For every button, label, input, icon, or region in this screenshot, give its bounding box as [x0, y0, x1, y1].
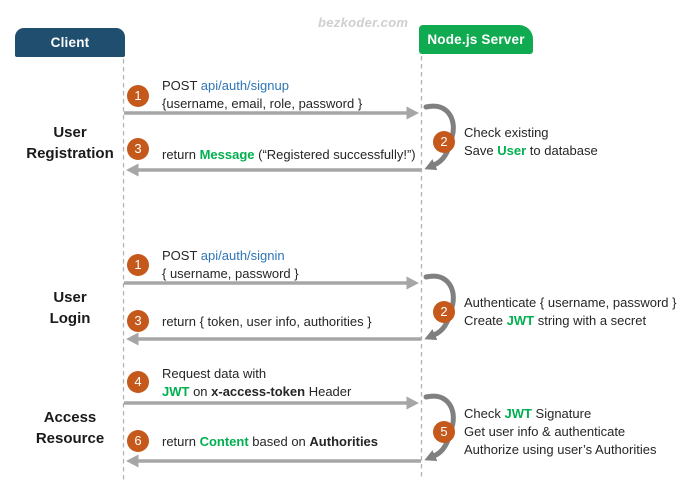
signin-server-actions: Authenticate { username, password } Crea… — [464, 294, 676, 330]
step-circle-access-request: 4 — [127, 371, 149, 393]
keyword-user: User — [497, 143, 527, 158]
text-segment: Check — [464, 406, 505, 421]
keyword-jwt: JWT — [506, 313, 535, 328]
request-body: {username, email, role, password } — [162, 96, 363, 111]
signin-request-message: POST api/auth/signin { username, passwor… — [162, 247, 299, 283]
server-action-line: Create JWT string with a secret — [464, 312, 676, 330]
step-circle-registration-server: 2 — [433, 131, 455, 153]
server-action-line: Authorize using user’s Authorities — [464, 442, 657, 457]
text-segment: Create — [464, 313, 507, 328]
text-segment: string with a secret — [534, 313, 647, 328]
actor-server-box: Node.js Server — [419, 25, 533, 54]
section-label-line: User — [53, 124, 87, 141]
signup-request-message: POST api/auth/signup {username, email, r… — [162, 77, 362, 113]
server-action-line: Get user info & authenticate — [464, 424, 626, 439]
text-segment: based on — [248, 434, 310, 449]
section-label-user-registration: User Registration — [10, 122, 130, 164]
section-label-access-resource: Access Resource — [10, 407, 130, 449]
resource-server-actions: Check JWT Signature Get user info & auth… — [464, 405, 656, 459]
http-method: POST — [162, 248, 201, 263]
resource-request-message: Request data with JWT on x-access-token … — [162, 365, 351, 401]
step-circle-login-server: 2 — [433, 301, 455, 323]
request-line: JWT on x-access-token Header — [162, 383, 351, 401]
request-body: { username, password } — [162, 266, 299, 281]
step-circle-access-server: 5 — [433, 421, 455, 443]
section-label-line: User — [53, 289, 87, 306]
step-circle-registration-response: 3 — [127, 138, 149, 160]
text-segment: Save — [464, 143, 498, 158]
text-segment: return — [162, 434, 200, 449]
keyword-jwt: JWT — [162, 384, 190, 399]
section-label-line: Access — [43, 409, 97, 426]
api-path-signin: api/auth/signin — [200, 248, 285, 263]
server-action-line: Check existing — [464, 125, 549, 140]
http-method: POST — [162, 78, 201, 93]
watermark-text: bezkoder.com — [318, 15, 409, 30]
header-name-x-access-token: x-access-token — [211, 384, 306, 399]
request-line: POST api/auth/signup — [162, 77, 362, 95]
request-line: Request data with — [162, 366, 267, 381]
step-circle-access-response: 6 — [127, 430, 149, 452]
signup-server-actions: Check existing Save User to database — [464, 124, 598, 160]
response-line: return Content based on Authorities — [162, 433, 378, 451]
text-segment: (“Registered successfully!”) — [254, 147, 416, 162]
keyword-content: Content — [199, 434, 249, 449]
step-circle-login-response: 3 — [127, 310, 149, 332]
keyword-jwt: JWT — [504, 406, 532, 421]
signup-response-message: return Message (“Registered successfully… — [162, 146, 416, 164]
text-segment: Signature — [531, 406, 592, 421]
section-label-line: Resource — [35, 430, 105, 447]
response-line: return Message (“Registered successfully… — [162, 146, 416, 164]
server-action-line: Check JWT Signature — [464, 405, 656, 423]
keyword-message: Message — [199, 147, 255, 162]
server-action-line: Save User to database — [464, 142, 598, 160]
step-circle-registration-request: 1 — [127, 85, 149, 107]
actor-client-box: Client — [15, 28, 125, 57]
text-segment: to database — [526, 143, 598, 158]
section-label-line: Registration — [26, 145, 114, 162]
text-segment: on — [189, 384, 212, 399]
step-circle-login-request: 1 — [127, 254, 149, 276]
keyword-authorities: Authorities — [309, 434, 379, 449]
section-label-line: Login — [49, 310, 91, 327]
section-label-user-login: User Login — [10, 287, 130, 329]
text-segment: return — [162, 147, 200, 162]
api-path-signup: api/auth/signup — [200, 78, 289, 93]
response-line: return { token, user info, authorities } — [162, 314, 372, 329]
text-segment: Header — [305, 384, 352, 399]
resource-response-message: return Content based on Authorities — [162, 433, 378, 451]
signin-response-message: return { token, user info, authorities } — [162, 313, 372, 331]
request-line: POST api/auth/signin — [162, 247, 299, 265]
server-action-line: Authenticate { username, password } — [464, 295, 677, 310]
